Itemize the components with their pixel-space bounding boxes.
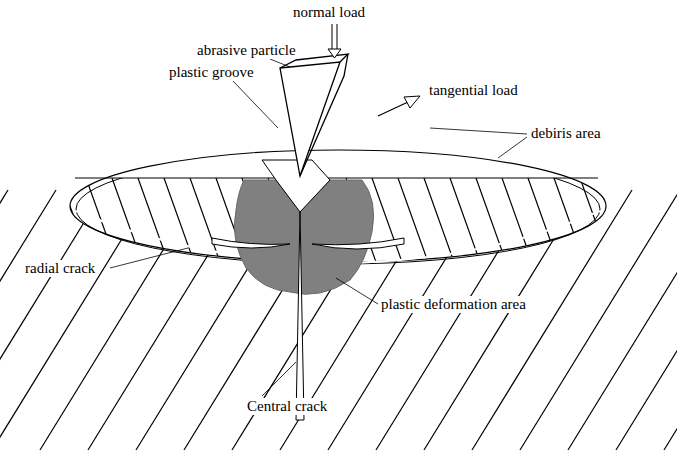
leader-line (110, 248, 188, 268)
leader-line (262, 362, 296, 396)
hatch-line (372, 178, 402, 262)
hatch-line (138, 178, 168, 262)
hatch-line (606, 178, 636, 262)
central-crack (296, 212, 304, 420)
hatch-line (424, 178, 454, 262)
tangential-arrowhead (404, 96, 420, 108)
hatch-line (398, 178, 428, 262)
load-arrow (337, 24, 338, 50)
part-label: radial crack (24, 260, 96, 277)
particle-side (300, 54, 348, 176)
leader-line (336, 278, 378, 304)
part-label: tangential load (428, 82, 519, 99)
part-label: plastic groove (168, 64, 255, 81)
abrasive-particle (280, 62, 340, 176)
part-label: Central crack (246, 398, 328, 415)
leader-line (232, 80, 278, 128)
radial-crack-right (312, 238, 404, 249)
hatch-line (616, 190, 677, 450)
leader-line (430, 128, 527, 134)
hatch-line (664, 190, 677, 450)
hatch-line (476, 178, 506, 262)
part-label: abrasive particle (196, 42, 297, 59)
part-label: debiris area (530, 125, 602, 142)
hatch-line (112, 178, 142, 262)
hatch-line (568, 190, 677, 450)
load-arrow (332, 24, 333, 50)
plastic-groove (262, 160, 330, 212)
part-label: normal load (292, 4, 366, 21)
hatch-line (528, 178, 558, 262)
radial-crack-left (212, 238, 290, 248)
leader-line (270, 59, 290, 67)
surface-line (75, 177, 598, 178)
leader-line (498, 137, 527, 158)
hatch-line (0, 190, 8, 450)
hatch-line (60, 178, 90, 262)
load-arrowhead (328, 49, 341, 58)
hatch-line (0, 190, 56, 450)
part-label: plastic deformation area (380, 296, 527, 313)
tangential-arrow (378, 102, 408, 116)
